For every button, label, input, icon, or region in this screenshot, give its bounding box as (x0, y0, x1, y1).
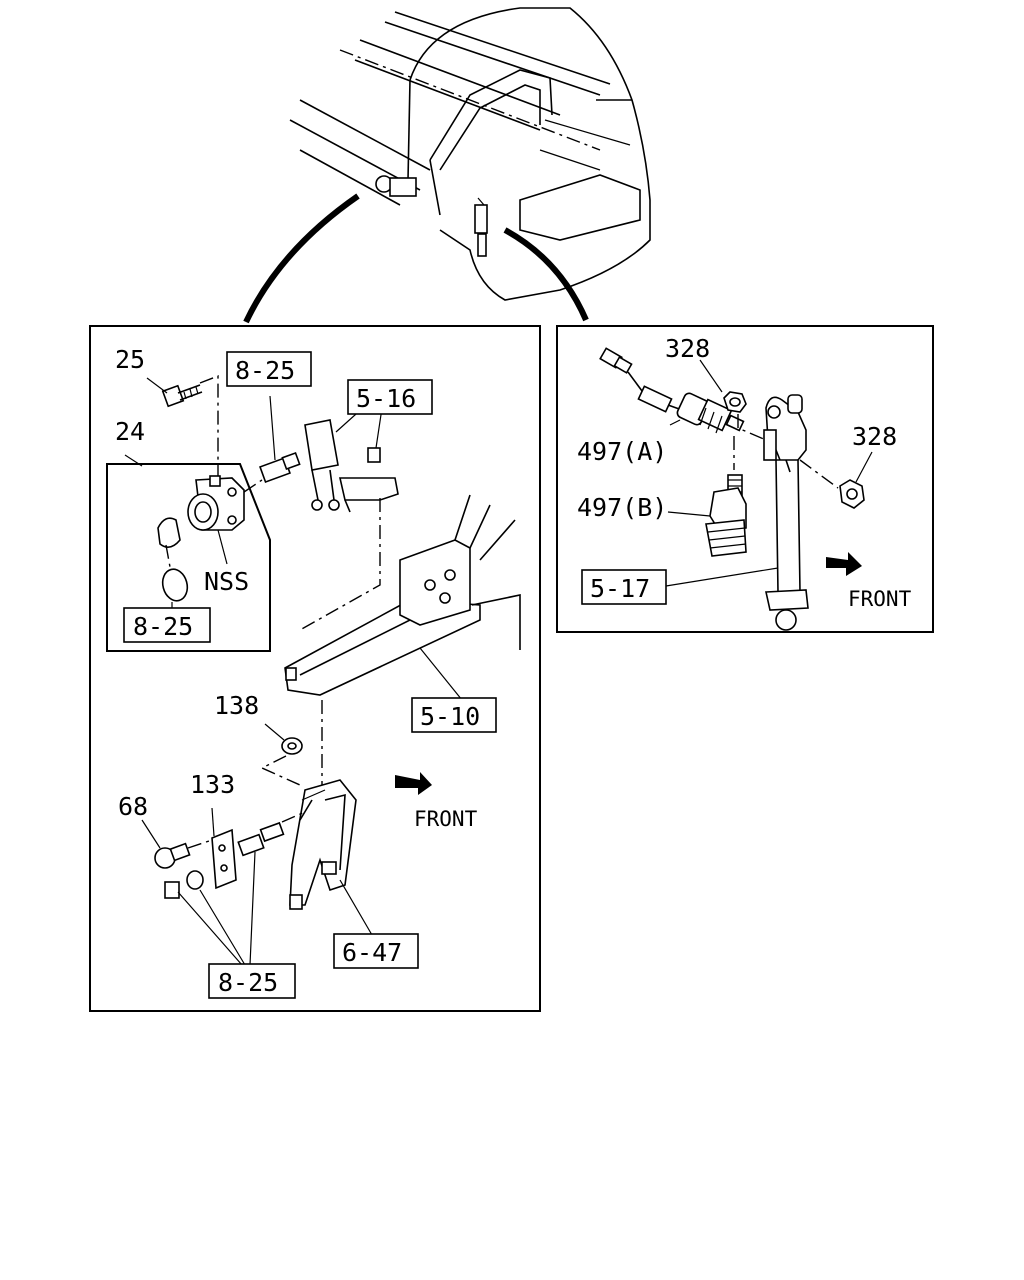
pedal-arm-icon (763, 394, 809, 631)
bolt-68-icon (154, 842, 191, 869)
connector-arc-left (243, 193, 360, 324)
front-label-right: FRONT (848, 587, 912, 611)
front-label-left: FRONT (414, 807, 478, 831)
part-label-497a: 497(A) (577, 437, 667, 466)
crossmember-icon (284, 494, 521, 696)
boot-seal-icon (157, 517, 189, 602)
switch-497b-icon (705, 474, 747, 557)
hose-fitting-icon (259, 451, 301, 483)
switch-plate-icon (211, 821, 285, 890)
bolt-icon (161, 384, 203, 408)
left-panel-frame (89, 325, 541, 1012)
pedal-bracket-icon (289, 779, 357, 910)
nut-328-top-icon (723, 391, 747, 413)
part-label-328-top: 328 (665, 334, 710, 363)
part-label-68: 68 (118, 792, 148, 821)
sensor-harness-icon (599, 347, 745, 434)
truck-cab-overview (289, 7, 651, 301)
right-panel-frame (556, 325, 934, 633)
part-label-497b: 497(B) (577, 493, 667, 522)
part-label-138: 138 (214, 691, 259, 720)
clutch-cylinder-icon (187, 475, 245, 531)
front-arrow-icon-left (395, 772, 432, 795)
ref-5-17: 5-17 (590, 574, 650, 603)
part24-group-box (106, 463, 271, 652)
ref-8-25-top: 8-25 (235, 356, 295, 385)
ref-8-25-bottom: 8-25 (218, 968, 278, 997)
bracket-icon (304, 419, 399, 513)
ref-5-10: 5-10 (420, 702, 480, 731)
ref-6-47: 6-47 (342, 938, 402, 967)
connector-arc-right (503, 227, 589, 322)
washer-icon (164, 870, 204, 899)
ref-5-16: 5-16 (356, 384, 416, 413)
part-label-328-right: 328 (852, 422, 897, 451)
part-label-25: 25 (115, 345, 145, 374)
part-label-24: 24 (115, 417, 145, 446)
nut-icon (281, 737, 303, 755)
part-label-133: 133 (190, 770, 235, 799)
nut-328-right-icon (839, 479, 865, 509)
part-label-nss: NSS (204, 567, 249, 596)
front-arrow-icon-right (826, 552, 862, 576)
ref-8-25-inner: 8-25 (133, 612, 193, 641)
